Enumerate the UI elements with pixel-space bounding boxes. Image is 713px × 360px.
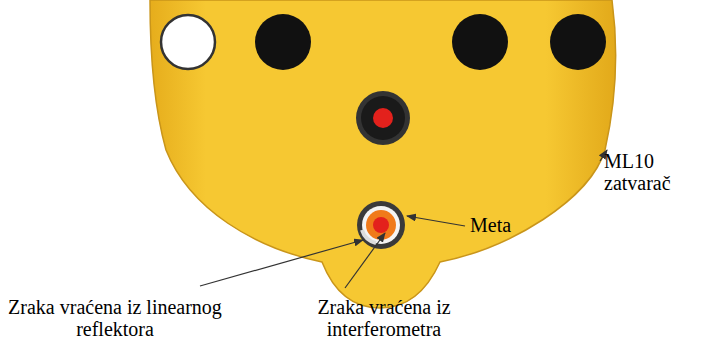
leader-line: [345, 233, 385, 288]
part-label: Meta: [470, 214, 550, 236]
closed-hole: [452, 14, 508, 70]
beam-label: Zraka vraćena iz interferometra: [298, 296, 470, 340]
target-ring: [357, 201, 405, 249]
closed-hole: [550, 14, 606, 70]
beam-hole: [356, 91, 410, 145]
shutter-body: [150, 0, 616, 308]
target-centre: [373, 217, 389, 233]
beam-label: Zraka vraćena iz linearnog reflektora: [4, 296, 226, 340]
open-hole: [161, 15, 215, 69]
leader-line: [200, 240, 363, 286]
closed-hole: [255, 14, 311, 70]
beam-hole-inner: [361, 96, 405, 140]
beam-spot: [373, 108, 393, 128]
target-orange: [366, 210, 396, 240]
part-label: ML10 zatvarač: [604, 150, 709, 194]
leader-line: [407, 216, 465, 226]
